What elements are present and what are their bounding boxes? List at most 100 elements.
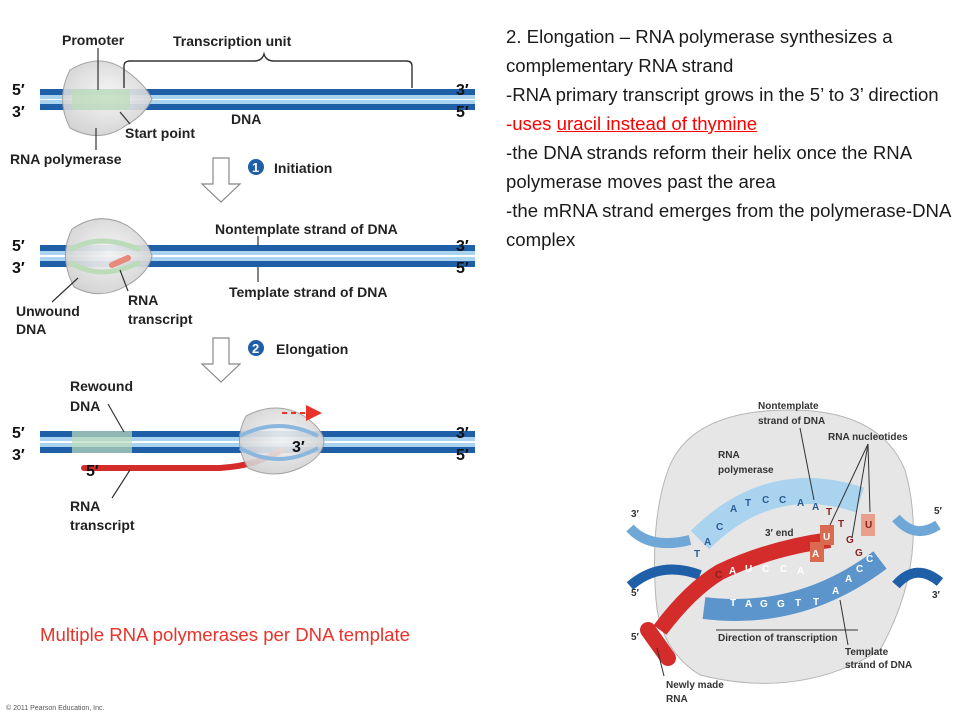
multiple-polymerases-note: Multiple RNA polymerases per DNA templat… xyxy=(40,624,410,645)
bubble-strand-top xyxy=(239,424,319,438)
detail-right-helix-b xyxy=(892,567,944,589)
three-prime-end-label: 3′ end xyxy=(765,528,794,539)
description-line-reform: -the DNA strands reform their helix once… xyxy=(506,142,912,192)
top-base-2: T xyxy=(745,498,751,509)
template-label: Template strand of DNA xyxy=(229,284,387,300)
template-detail-pointer xyxy=(839,599,849,646)
rna-transcript-short xyxy=(109,255,131,268)
elongation-description: 2. Elongation – RNA polymerase synthesiz… xyxy=(506,22,954,254)
elongation-detail: A T C C A A T A C C A U C C A T A G G T … xyxy=(626,401,944,705)
rna-base-5: C xyxy=(780,564,787,575)
transcription-unit-label: Transcription unit xyxy=(173,33,292,49)
rna-transcript-label-2: transcript xyxy=(128,311,193,327)
dna-strand-bottom xyxy=(40,104,475,110)
prime-3-mid-left: 3′ xyxy=(12,260,25,277)
left-base-3: C xyxy=(716,522,723,533)
template-detail-label-1: Template xyxy=(845,647,889,658)
dna-strand-bottom-light xyxy=(40,100,475,104)
rna-transcript-pointer xyxy=(119,269,129,292)
step-1-label: Initiation xyxy=(274,160,332,176)
detail-prime-3-right: 3′ xyxy=(932,590,941,601)
rewound-label-2: DNA xyxy=(70,398,100,414)
rna-nucleotides-pointer-2 xyxy=(851,443,869,539)
unwound-label-2: DNA xyxy=(16,321,46,337)
rewound-label-1: Rewound xyxy=(70,378,133,394)
template-strand-light xyxy=(40,257,475,261)
top-base-1: A xyxy=(730,504,737,515)
template-base-6: T xyxy=(813,597,819,608)
dna-label: DNA xyxy=(231,111,261,127)
panel-promoter: Promoter Transcription unit DNA Start po… xyxy=(10,32,475,167)
dna-strand-top xyxy=(40,89,475,95)
left-base-2: A xyxy=(704,537,711,548)
detail-nucleotide-a xyxy=(810,542,824,562)
transcription-unit-bracket xyxy=(123,51,413,88)
panel-unwound: Nontemplate strand of DNA Template stran… xyxy=(12,218,475,337)
detail-rna-strand xyxy=(653,532,832,635)
detail-template-left xyxy=(626,564,702,590)
nontemplate-detail-label-2: strand of DNA xyxy=(758,416,825,427)
prime-3-low-right: 3′ xyxy=(456,425,469,442)
description-heading: 2. Elongation – RNA polymerase synthesiz… xyxy=(506,26,893,76)
detail-nucleotide-u xyxy=(861,514,875,536)
nontemplate-detail-pointer xyxy=(799,427,815,501)
top-base-6: A xyxy=(812,502,819,513)
rna-base-3: U xyxy=(745,564,752,575)
tilted-base-3: G xyxy=(846,535,854,546)
promoter-region xyxy=(72,89,130,110)
detail-newly-made-rna xyxy=(640,622,676,666)
detail-nucleotide-u2 xyxy=(820,525,834,545)
step-1-number: 1 xyxy=(252,160,259,175)
tilted-base-2: T xyxy=(838,519,844,530)
rna-polymerase-detail-label-1: RNA xyxy=(718,450,740,461)
template-base-3: G xyxy=(760,599,768,610)
prime-5-mid-right: 5′ xyxy=(456,260,469,277)
prime-5-low-right: 5′ xyxy=(456,447,469,464)
detail-prime-5-rna: 5′ xyxy=(631,632,640,643)
step-2-label: Elongation xyxy=(276,341,348,357)
description-line-uracil: -uses uracil instead of thymine xyxy=(506,109,954,138)
detail-prime-5-right: 5′ xyxy=(934,506,943,517)
description-line-direction: -RNA primary transcript grows in the 5’ … xyxy=(506,84,939,105)
detail-nontemplate-left xyxy=(626,524,692,549)
rna-base-2: A xyxy=(729,566,736,577)
rna-nucleotides-pointer-3 xyxy=(867,443,871,513)
promoter-label: Promoter xyxy=(62,32,125,48)
free-nucleotide-2: A xyxy=(812,549,819,560)
detail-template-arc xyxy=(702,551,887,621)
nontemplate-strand-dark xyxy=(40,245,475,251)
step-arrow-1: 1 Initiation xyxy=(200,157,332,203)
rna-polymerase-shape-2 xyxy=(65,218,153,295)
nontemplate-label: Nontemplate strand of DNA xyxy=(215,221,398,237)
rewound-pointer xyxy=(107,403,125,433)
right-template-base-3: C xyxy=(856,564,863,575)
nontemplate-strand-light xyxy=(40,251,475,255)
dna-strand-top-light xyxy=(40,95,475,99)
template-strand-dark xyxy=(40,261,475,267)
rna-base-4: C xyxy=(762,564,769,575)
rna-transcript-label-4: transcript xyxy=(70,517,135,533)
panel-elongation: Rewound DNA RNA transcript 3′ 5′ 5′ 3′ 3… xyxy=(12,378,475,533)
top-base-5: A xyxy=(797,498,804,509)
step-arrow-2: 2 Elongation xyxy=(200,337,348,383)
rna-transcript-pointer-2 xyxy=(111,469,131,499)
description-line-emerges: -the mRNA strand emerges from the polyme… xyxy=(506,200,951,250)
template-base-2: A xyxy=(745,599,752,610)
tilted-base-5: C xyxy=(866,554,873,565)
template-base-5: T xyxy=(795,598,801,609)
rna-base-1: C xyxy=(715,570,722,581)
start-point-pointer xyxy=(119,111,131,125)
right-template-base-2: A xyxy=(845,574,852,585)
prime-5-bottom-right: 5′ xyxy=(456,104,469,121)
rna-nucleotides-pointer-1 xyxy=(829,443,869,526)
down-arrow-icon xyxy=(200,337,242,383)
free-nucleotide-1: U xyxy=(865,520,872,531)
rna-base-6: A xyxy=(797,566,804,577)
template-base-4: G xyxy=(777,599,785,610)
unwound-label-1: Unwound xyxy=(16,303,80,319)
copyright-text: © 2011 Pearson Education, Inc. xyxy=(6,705,105,712)
prime-5-mid-left: 5′ xyxy=(12,238,25,255)
start-point-label: Start point xyxy=(125,125,195,141)
nontemplate-detail-label-1: Nontemplate xyxy=(758,401,819,412)
newly-made-label-1: Newly made xyxy=(666,680,724,691)
